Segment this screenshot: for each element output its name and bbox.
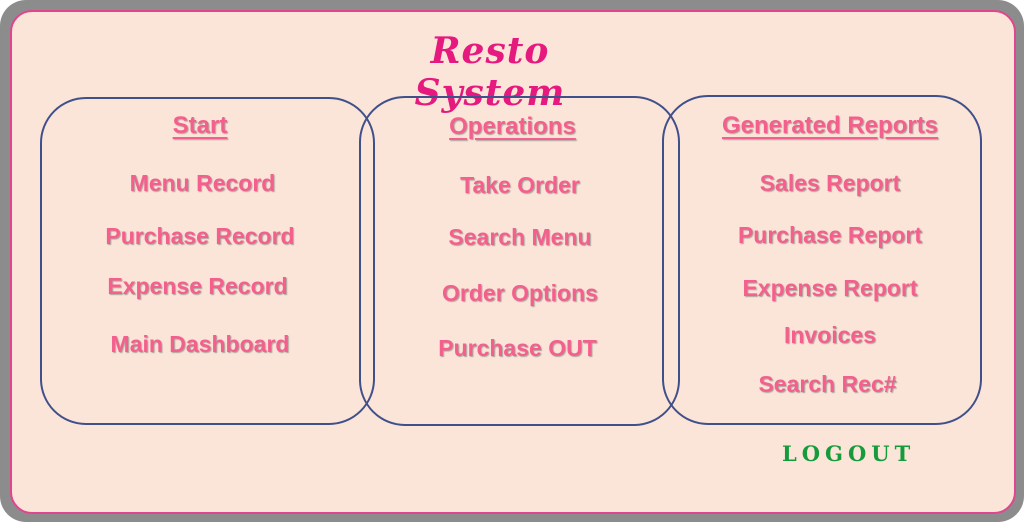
logout-button[interactable]: LOGOUT (782, 441, 916, 466)
expense-report-link[interactable]: Expense Report (742, 275, 918, 301)
operations-group (359, 96, 680, 426)
expense-record-link[interactable]: Expense Record (107, 273, 288, 299)
operations-heading[interactable]: Operations (449, 113, 576, 140)
order-options-link[interactable]: Order Options (442, 280, 598, 306)
sales-report-link[interactable]: Sales Report (759, 170, 901, 196)
search-receipt-link[interactable]: Search Rec# (758, 371, 897, 397)
main-dashboard-link[interactable]: Main Dashboard (110, 331, 290, 357)
purchase-record-link[interactable]: Purchase Record (105, 223, 295, 249)
invoices-link[interactable]: Invoices (783, 322, 877, 348)
reports-heading[interactable]: Generated Reports (721, 112, 939, 139)
menu-record-link[interactable]: Menu Record (129, 170, 276, 196)
reports-group (662, 95, 982, 425)
purchase-out-link[interactable]: Purchase OUT (438, 335, 597, 361)
search-menu-link[interactable]: Search Menu (448, 224, 592, 250)
purchase-report-link[interactable]: Purchase Report (737, 222, 923, 248)
take-order-link[interactable]: Take Order (460, 172, 580, 198)
start-heading[interactable]: Start (172, 112, 228, 139)
main-panel (10, 10, 1016, 514)
start-group (40, 97, 375, 425)
app-title: Resto System (414, 30, 566, 114)
